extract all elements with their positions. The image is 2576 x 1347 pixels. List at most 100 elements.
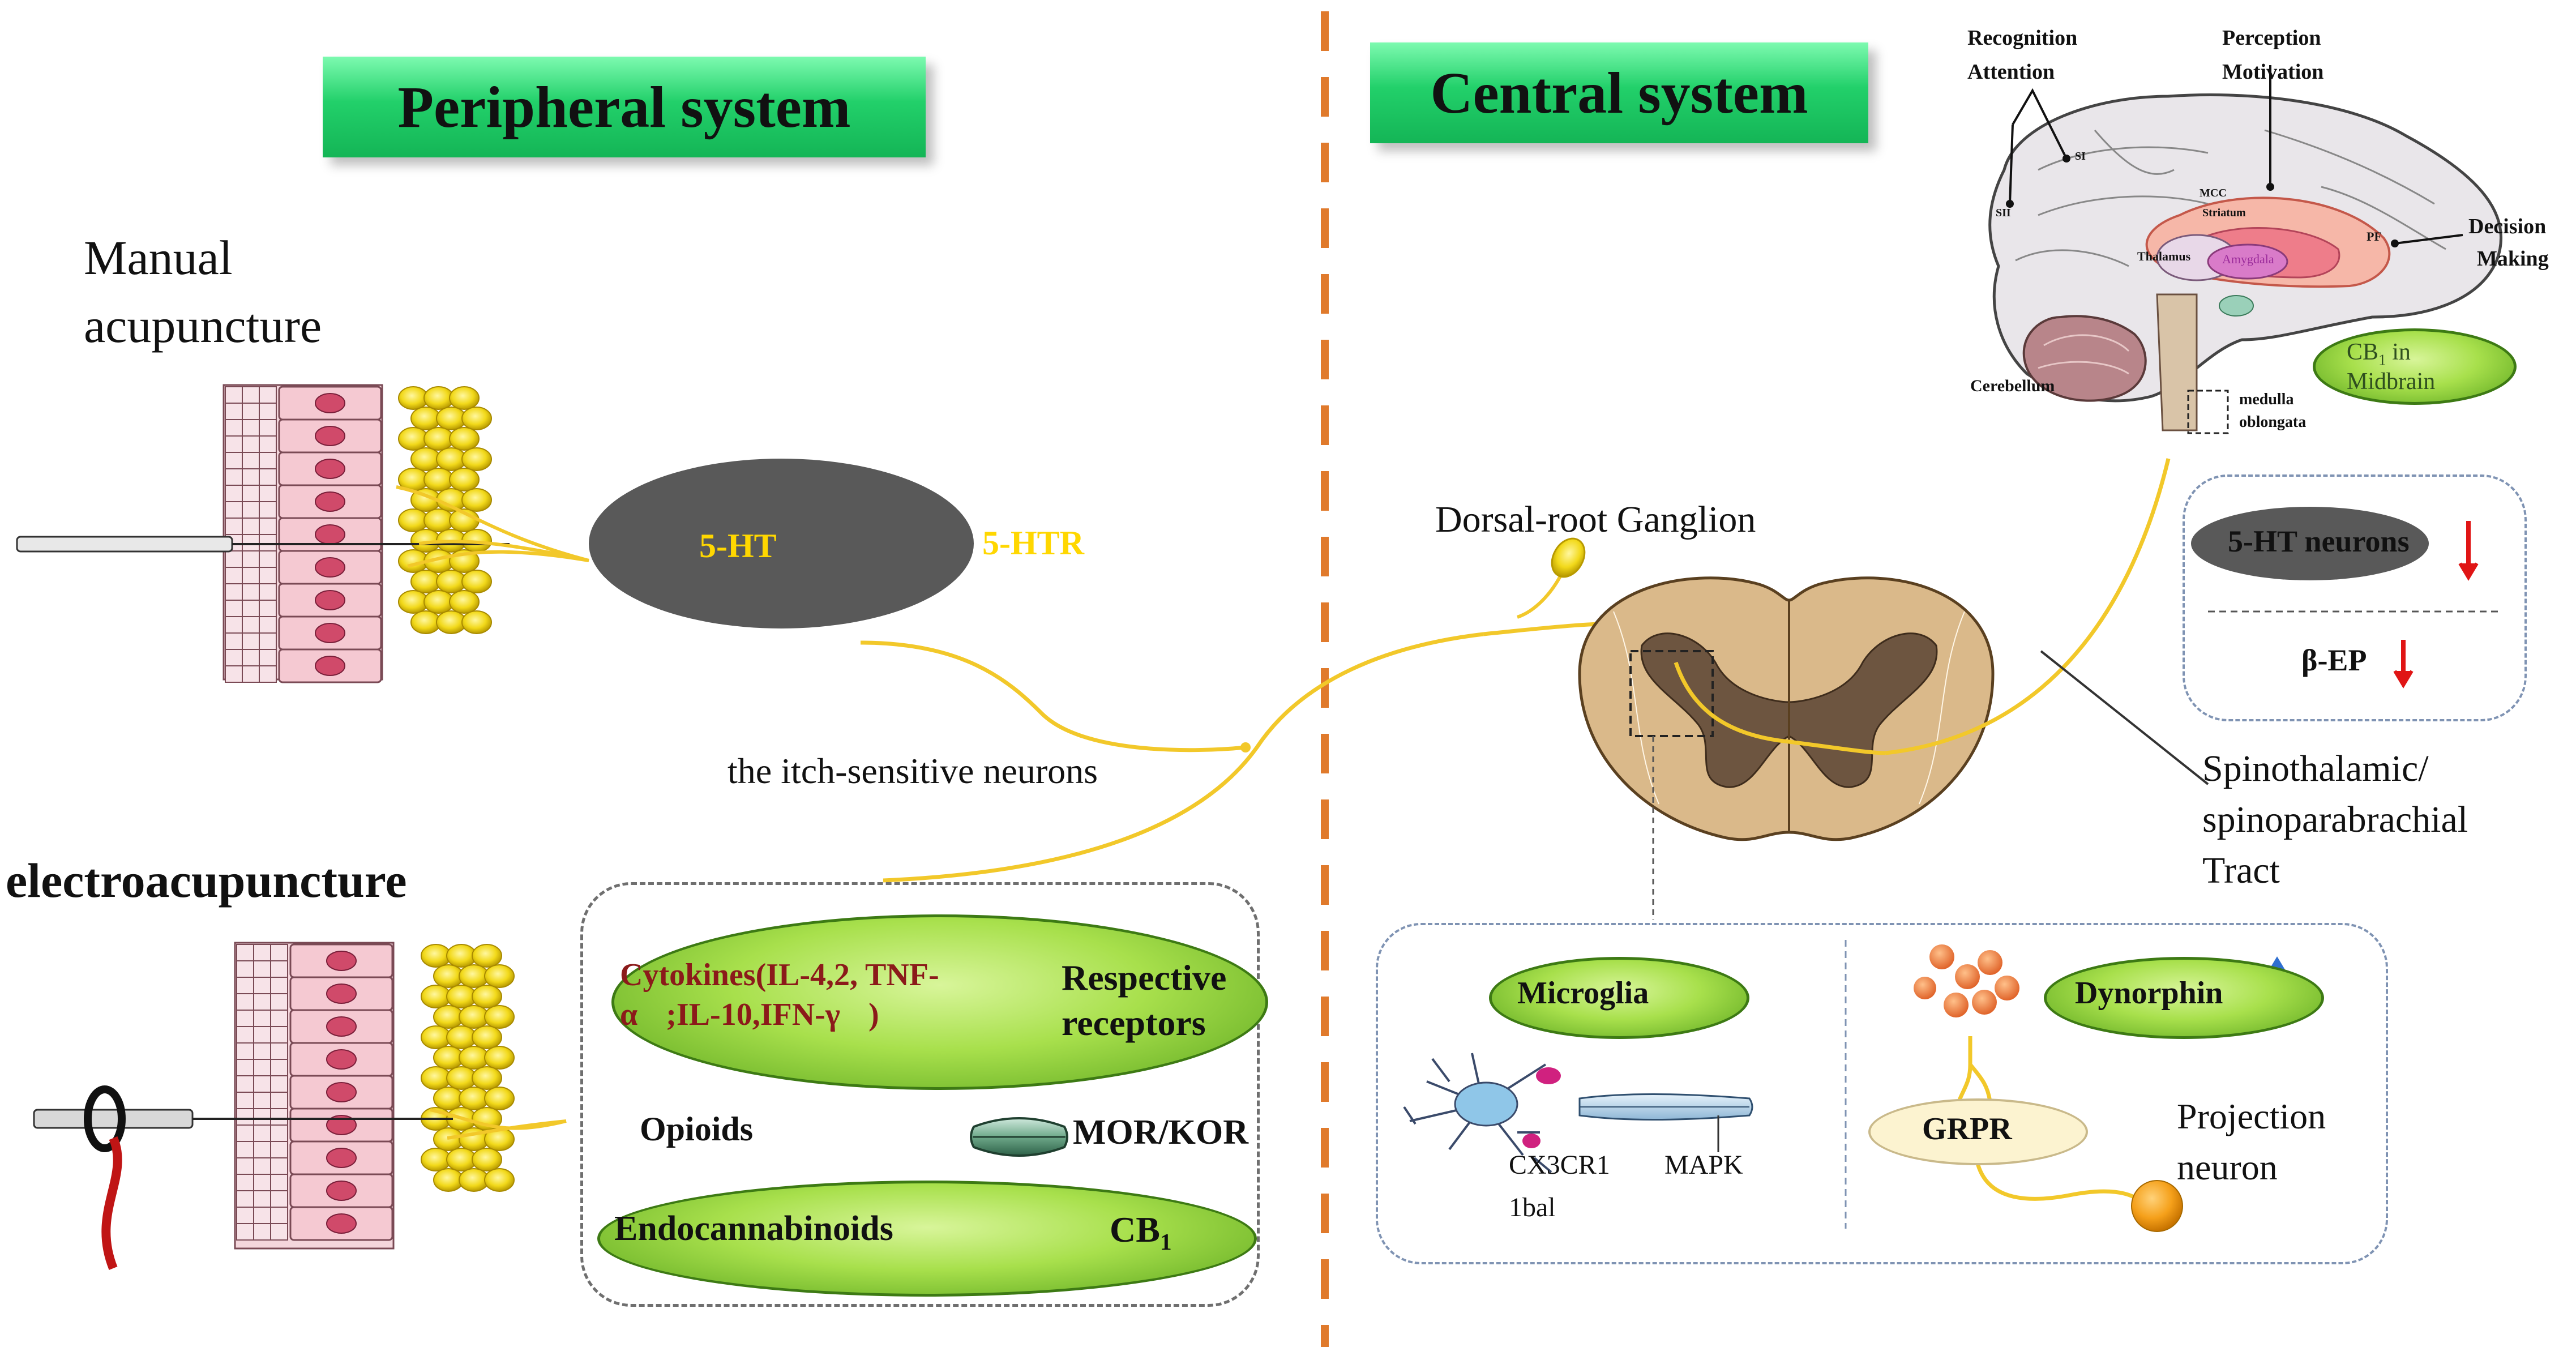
epidermis-cell: [236, 977, 254, 994]
epidermis-cell: [270, 1075, 288, 1093]
epidermis-cell: [259, 419, 277, 437]
fat-globule: [484, 1168, 515, 1192]
epidermis-cell: [253, 960, 271, 978]
epidermis-cell: [259, 403, 277, 420]
epidermis-cell: [270, 960, 288, 978]
thalamus-label: Thalamus: [2137, 249, 2191, 263]
epidermis-cell: [236, 1075, 254, 1093]
microglia-label: Microglia: [1517, 976, 1649, 1011]
respective-line2: receptors: [1062, 1003, 1206, 1043]
epidermis-cell: [225, 567, 243, 584]
epidermis-cell: [270, 977, 288, 994]
fat-globule: [449, 427, 480, 451]
manual-acupuncture-label-line1: Manual: [84, 230, 233, 285]
epidermis-cell: [259, 550, 277, 568]
central-title: Central system: [1430, 60, 1808, 126]
s2-label: SII: [1996, 207, 2011, 219]
cytokines-close: ): [868, 997, 879, 1032]
epidermis-cell: [253, 1075, 271, 1093]
cell-nucleus: [326, 1213, 357, 1234]
epidermis-cell: [253, 1010, 271, 1027]
epidermis-cell: [259, 501, 277, 519]
cb1-label: CB1: [1110, 1209, 1172, 1255]
midbrain-label: Midbrain: [2347, 369, 2436, 395]
epidermis-cell: [259, 665, 277, 683]
manual-tissue-illustration: [16, 384, 589, 683]
projection-neuron-soma: [2131, 1180, 2183, 1232]
fat-globule: [449, 590, 480, 614]
epidermis-cell: [236, 944, 254, 961]
cell-nucleus: [315, 557, 345, 578]
cb1-midbrain-in: in: [2386, 339, 2411, 365]
epidermis-cell: [242, 632, 260, 650]
cell-nucleus: [326, 1115, 357, 1135]
epidermis-cell: [236, 1157, 254, 1175]
epidermis-cell: [259, 468, 277, 486]
cb1-midbrain-line1: CB1 in: [2347, 339, 2411, 369]
epidermis-cell: [253, 993, 271, 1011]
striatum-label: Striatum: [2202, 207, 2246, 219]
fat-globule: [461, 610, 492, 634]
epidermis-cell: [242, 583, 260, 601]
fat-globule: [449, 468, 480, 491]
epidermis-cell: [259, 616, 277, 634]
dynorphin-label: Dynorphin: [2075, 976, 2223, 1011]
cb1-midbrain-text: CB: [2347, 339, 2379, 365]
drg-cell-body: [1551, 537, 1586, 578]
5ht-oval: [589, 459, 974, 628]
epidermis-cell: [242, 550, 260, 568]
manual-acupuncture-label-line2: acupuncture: [84, 298, 322, 353]
cb1-midbrain-sub: 1: [2378, 351, 2386, 369]
tract-label-line2: spinoparabrachial: [2202, 799, 2468, 840]
electro-tissue-illustration: [33, 942, 567, 1270]
epidermis-cell: [259, 452, 277, 469]
epidermis-cell: [270, 1010, 288, 1027]
epidermis-cell: [270, 1174, 288, 1191]
epidermis-cell: [242, 616, 260, 634]
cytokines-line1: Cytokines(IL-4,2, TNF-: [620, 957, 939, 993]
epidermis-cell: [242, 419, 260, 437]
epidermis-cell: [236, 1207, 254, 1224]
cell-nucleus: [315, 491, 345, 512]
manual-needle: [16, 536, 233, 553]
epidermis-cell: [270, 1092, 288, 1109]
epidermis-cell: [259, 567, 277, 584]
epidermis-cell: [236, 1223, 254, 1241]
epidermis-cell: [253, 1092, 271, 1109]
epidermis-cell: [270, 993, 288, 1011]
epidermis-cell: [225, 485, 243, 502]
mor-kor-receptor-symbol: [970, 1117, 1068, 1157]
endocannabinoids-label: Endocannabinoids: [614, 1209, 893, 1248]
recognition-label: Recognition: [1967, 26, 2078, 50]
fat-globule: [472, 1066, 502, 1090]
cb1-sub: 1: [1159, 1228, 1172, 1255]
5ht-neurons-label: 5-HT neurons: [2228, 524, 2410, 558]
epidermis-cell: [253, 1207, 271, 1224]
spinal-cord-illustration: [1578, 458, 2171, 920]
cytokines-il10: ;IL-10,IFN-γ: [666, 997, 840, 1032]
epidermis-cell: [225, 435, 243, 453]
microglia-pill: [1489, 957, 1749, 1039]
epidermis-cell: [225, 632, 243, 650]
s1-label: SI: [2075, 150, 2086, 163]
fat-globule: [461, 570, 492, 593]
epidermis-cell: [270, 1157, 288, 1175]
making-label: Making: [2477, 247, 2549, 271]
epidermis-cell: [236, 1042, 254, 1060]
epidermis-cell: [242, 600, 260, 617]
epidermis-cell: [253, 1124, 271, 1142]
central-system-banner: Central system: [1370, 42, 1868, 143]
fat-globule: [484, 1046, 515, 1070]
fat-globule: [449, 386, 480, 410]
beta-ep-label: β-EP: [2301, 643, 2367, 677]
mor-kor-label: MOR/KOR: [1073, 1113, 1248, 1152]
cytokines-line2: α;IL-10,IFN-γ): [620, 997, 879, 1033]
cell-nucleus: [326, 1148, 357, 1168]
spinal-mechanisms-box: [1376, 923, 2388, 1264]
epidermis-cell: [253, 944, 271, 961]
epidermis-cell: [242, 485, 260, 502]
epidermis-cell: [259, 583, 277, 601]
epidermis-cell: [253, 977, 271, 994]
tract-label-line3: Tract: [2202, 850, 2280, 891]
tract-label-line1: Spinothalamic/: [2202, 748, 2429, 789]
